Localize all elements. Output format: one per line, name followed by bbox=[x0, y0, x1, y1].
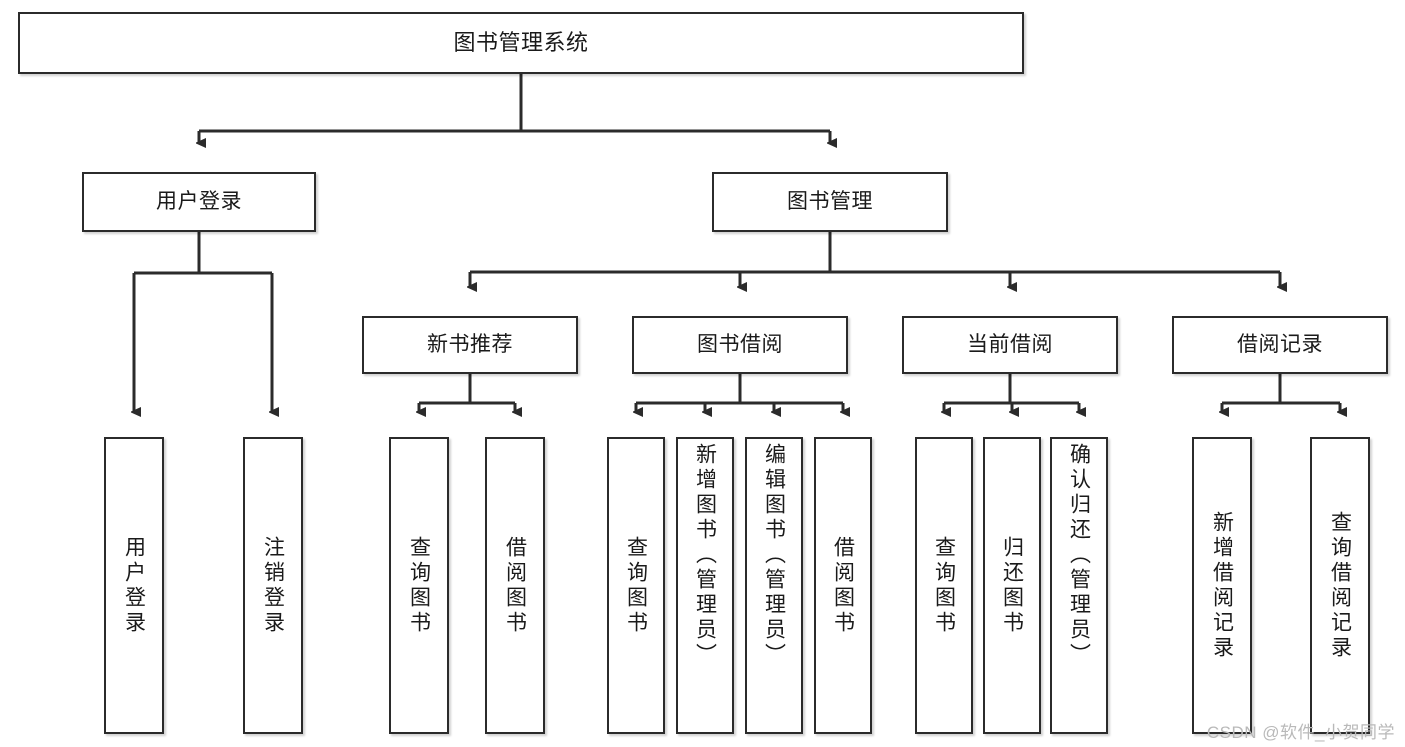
node-label: 新增图书（管理员） bbox=[693, 443, 717, 668]
node-label: 查询图书 bbox=[407, 535, 431, 636]
leaf-new-book-borrow-book[interactable]: 借阅图书 bbox=[485, 437, 545, 734]
node-label: 图书管理 bbox=[787, 190, 873, 214]
node-book-management[interactable]: 图书管理 bbox=[712, 172, 948, 232]
node-label: 查询借阅记录 bbox=[1328, 510, 1352, 661]
leaf-current-borrow-query-book[interactable]: 查询图书 bbox=[915, 437, 973, 734]
leaf-borrow-record-add-record[interactable]: 新增借阅记录 bbox=[1192, 437, 1252, 734]
node-label: 用户登录 bbox=[122, 535, 146, 636]
node-label: 借阅图书 bbox=[503, 535, 527, 636]
leaf-book-borrow-borrow-book[interactable]: 借阅图书 bbox=[814, 437, 872, 734]
node-borrow-record[interactable]: 借阅记录 bbox=[1172, 316, 1388, 374]
node-label: 查询图书 bbox=[932, 535, 956, 636]
node-user-login[interactable]: 用户登录 bbox=[82, 172, 316, 232]
leaf-new-book-query-book[interactable]: 查询图书 bbox=[389, 437, 449, 734]
leaf-user-login-sign-in[interactable]: 用户登录 bbox=[104, 437, 164, 734]
leaf-book-borrow-add-book-admin[interactable]: 新增图书（管理员） bbox=[676, 437, 734, 734]
node-current-borrow[interactable]: 当前借阅 bbox=[902, 316, 1118, 374]
node-label: 新增借阅记录 bbox=[1210, 510, 1234, 661]
node-label: 注销登录 bbox=[261, 535, 285, 636]
node-label: 图书管理系统 bbox=[453, 29, 589, 55]
node-label: 归还图书 bbox=[1000, 535, 1024, 636]
node-label: 用户登录 bbox=[156, 190, 242, 214]
node-label: 当前借阅 bbox=[967, 333, 1053, 357]
node-new-book-recommend[interactable]: 新书推荐 bbox=[362, 316, 578, 374]
node-label: 借阅图书 bbox=[831, 535, 855, 636]
node-label: 查询图书 bbox=[624, 535, 648, 636]
leaf-borrow-record-query-record[interactable]: 查询借阅记录 bbox=[1310, 437, 1370, 734]
node-label: 借阅记录 bbox=[1237, 333, 1323, 357]
node-label: 图书借阅 bbox=[697, 333, 783, 357]
node-root-book-management-system[interactable]: 图书管理系统 bbox=[18, 12, 1024, 74]
node-book-borrow[interactable]: 图书借阅 bbox=[632, 316, 848, 374]
leaf-book-borrow-edit-book-admin[interactable]: 编辑图书（管理员） bbox=[745, 437, 803, 734]
csdn-watermark: CSDN @软件_小贺同学 bbox=[1206, 723, 1395, 742]
node-label: 确认归还（管理员） bbox=[1067, 443, 1091, 668]
leaf-current-borrow-confirm-return-admin[interactable]: 确认归还（管理员） bbox=[1050, 437, 1108, 734]
leaf-user-login-sign-out[interactable]: 注销登录 bbox=[243, 437, 303, 734]
leaf-current-borrow-return-book[interactable]: 归还图书 bbox=[983, 437, 1041, 734]
leaf-book-borrow-query-book[interactable]: 查询图书 bbox=[607, 437, 665, 734]
node-label: 新书推荐 bbox=[427, 333, 513, 357]
node-label: 编辑图书（管理员） bbox=[762, 443, 786, 668]
